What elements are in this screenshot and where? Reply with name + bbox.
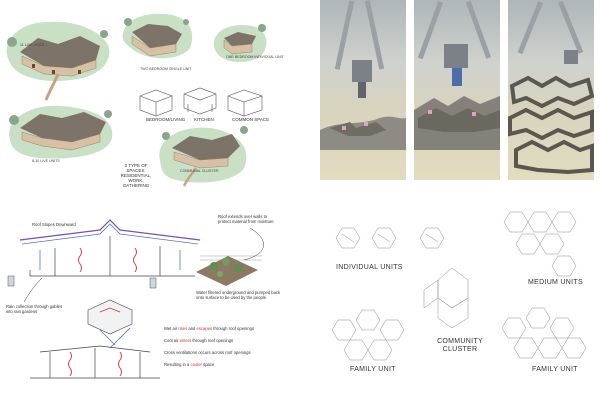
community-cluster-label: COMMUNITY CLUSTER [430, 338, 490, 353]
rain-collector [149, 277, 157, 289]
roof-extends-note: Roof extends over walls to protect mater… [218, 214, 274, 224]
legend-text: Resulting in a [164, 362, 191, 367]
render-house-two-bedroom [124, 18, 189, 57]
family-unit-right-label: FAMILY UNIT [532, 366, 578, 373]
ventilation-diagram [7, 219, 264, 379]
legend-highlight: enters [179, 338, 192, 343]
sketch-label: BEDROOM/LIVING [146, 117, 186, 122]
legend-text: and [187, 326, 197, 331]
spaces-title: 3 TYPE OF SPACES: RESIDENTIAL, WORK, GAT… [118, 163, 154, 189]
render-house-11-units [7, 30, 108, 101]
legend-text: space [201, 362, 215, 367]
legend-line-2: Cool air enters through roof openings [164, 338, 233, 343]
renders-panel: 11 LIVE UNITS TWO BEDROOM SINGLE UNIT ON… [0, 0, 300, 200]
community-label-line: COMMUNITY [437, 338, 483, 345]
render-label: COMMUNAL CLUSTER [180, 169, 219, 173]
ventilation-panel: Roof Slopes Downward Roof extends over w… [0, 200, 300, 400]
roof-line [19, 219, 201, 241]
legend-highlight: cooler [190, 362, 202, 367]
spaces-title-line: 3 TYPE OF SPACES: [124, 163, 148, 173]
printer-nozzle-photo-2 [414, 0, 500, 180]
render-house-8-10-units [9, 110, 112, 151]
render-label: 11 LIVE UNITS [20, 43, 45, 47]
water-filtered-note: Water filtered underground and pumped ba… [196, 290, 281, 300]
family-unit-right-plan [501, 307, 587, 359]
individual-units-label: INDIVIDUAL UNITS [336, 264, 403, 271]
legend-highlight: escapes [196, 326, 213, 331]
callout-lines [23, 227, 264, 303]
community-cluster-plan [423, 267, 469, 329]
sketch-label: COMMON SPACE [232, 117, 270, 122]
family-unit-left-label: FAMILY UNIT [350, 366, 396, 373]
legend-line-3: Cross ventilations occurs across roof op… [164, 350, 251, 355]
legend-line-4: Resulting in a cooler space [164, 362, 214, 367]
hex-plans [331, 211, 587, 361]
spaces-title-line: RESIDENTIAL, [120, 172, 152, 178]
warm-air-flows [68, 247, 137, 377]
medium-units-plan [503, 211, 577, 277]
rain-collection-note: Rain collection through gables into rain… [6, 304, 63, 314]
roof-line [21, 223, 199, 245]
printer-nozzle-photo-1 [320, 0, 406, 180]
spaces-title-line: GATHERING [122, 182, 150, 188]
render-label: ONE BEDROOM INDIVIDUAL UNIT [226, 55, 284, 59]
photos-panel [318, 0, 600, 182]
legend-text: through roof openings [191, 338, 234, 343]
render-label: TWO BEDROOM SINGLE UNIT [140, 67, 192, 71]
rain-collector [7, 275, 15, 287]
plans-panel: INDIVIDUAL UNITS MEDIUM UNITS COMMUNITY … [300, 200, 600, 400]
legend-text: through roof openings [212, 326, 255, 331]
hex-roof-plan [87, 299, 133, 335]
render-label: 8-10 LIVE UNITS [32, 159, 60, 163]
sketch-label: KITCHEN [194, 117, 214, 122]
spaces-title-line: WORK, [128, 177, 144, 183]
printer-nozzle-photo-3 [508, 0, 594, 180]
legend-text: Wet air [164, 326, 179, 331]
render-house-communal [162, 126, 248, 187]
roof-slopes-note: Roof Slopes Downward [32, 222, 76, 227]
building-section [29, 236, 195, 277]
community-label-line: CLUSTER [442, 345, 478, 353]
legend-highlight: rises [178, 326, 188, 331]
cool-air-arrows [39, 250, 181, 349]
render-house-one-bedroom [223, 24, 266, 55]
rain-garden-section [196, 255, 262, 286]
medium-units-label: MEDIUM UNITS [528, 279, 583, 286]
legend-text: Cool air [164, 338, 180, 343]
family-unit-left-plan [331, 309, 405, 361]
legend-line-1: Wet air rises and escapes through roof o… [164, 326, 254, 331]
building-section-lower [30, 345, 160, 379]
renders-illustration [6, 13, 267, 187]
individual-units-plan [335, 227, 445, 249]
space-sketches [139, 87, 263, 117]
